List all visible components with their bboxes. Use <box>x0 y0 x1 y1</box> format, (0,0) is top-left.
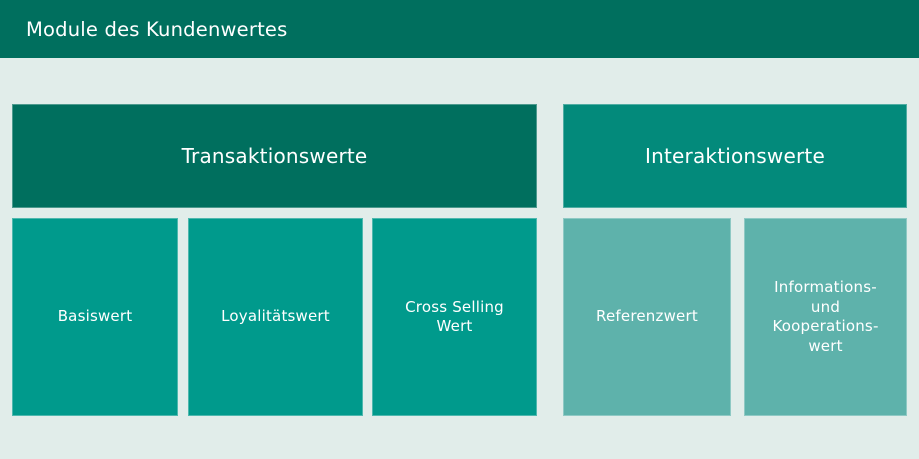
group-label-transaktionswerte: Transaktionswerte <box>181 144 368 168</box>
module-label-referenzwert: Referenzwert <box>596 307 698 326</box>
group-label-interaktionswerte: Interaktionswerte <box>645 144 825 168</box>
module-box-cross-selling-wert[interactable]: Cross Selling Wert <box>372 218 537 416</box>
module-box-referenzwert[interactable]: Referenzwert <box>563 218 731 416</box>
module-label-loyalitaetswert: Loyalitätswert <box>221 307 330 326</box>
module-box-loyalitaetswert[interactable]: Loyalitätswert <box>188 218 363 416</box>
module-label-cross-selling-wert: Cross Selling Wert <box>405 297 504 336</box>
module-box-informations-und-kooperationswert[interactable]: Informations- und Kooperations- wert <box>744 218 907 416</box>
module-box-basiswert[interactable]: Basiswert <box>12 218 178 416</box>
group-box-interaktionswerte[interactable]: Interaktionswerte <box>563 104 907 208</box>
page-title: Module des Kundenwertes <box>26 17 288 41</box>
group-box-transaktionswerte[interactable]: Transaktionswerte <box>12 104 537 208</box>
module-label-informations-und-kooperationswert: Informations- und Kooperations- wert <box>772 278 879 355</box>
module-label-basiswert: Basiswert <box>57 307 133 326</box>
header-bar: Module des Kundenwertes <box>0 0 919 58</box>
